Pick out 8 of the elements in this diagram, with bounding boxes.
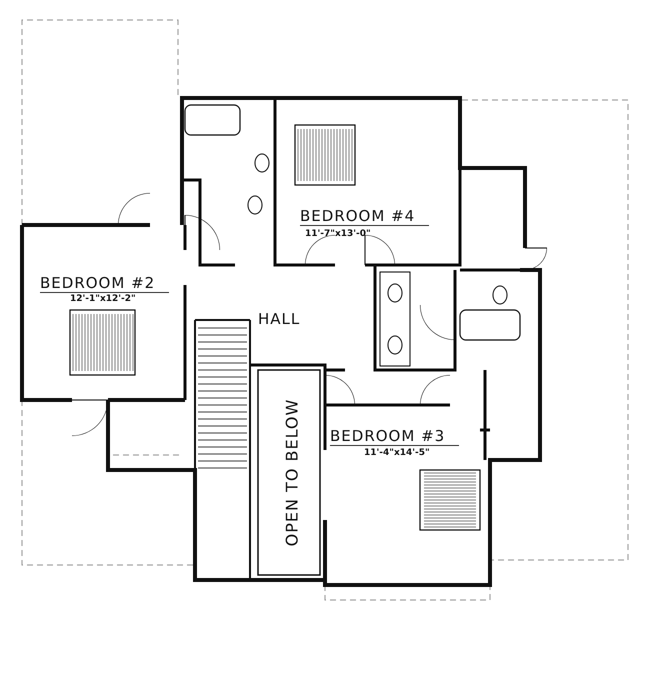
room-dimension: 11'-4"x14'-5" xyxy=(364,448,430,458)
room-dimension: 12'-1"x12'-2" xyxy=(70,294,136,304)
room-name: OPEN TO BELOW xyxy=(282,398,302,546)
room-name: HALL xyxy=(258,310,300,328)
room-name: BEDROOM #2 xyxy=(40,275,170,293)
room-name: BEDROOM #4 xyxy=(300,208,430,226)
room-dimension: 11'-7"x13'-0" xyxy=(305,229,371,239)
room-name: BEDROOM #3 xyxy=(330,428,460,446)
